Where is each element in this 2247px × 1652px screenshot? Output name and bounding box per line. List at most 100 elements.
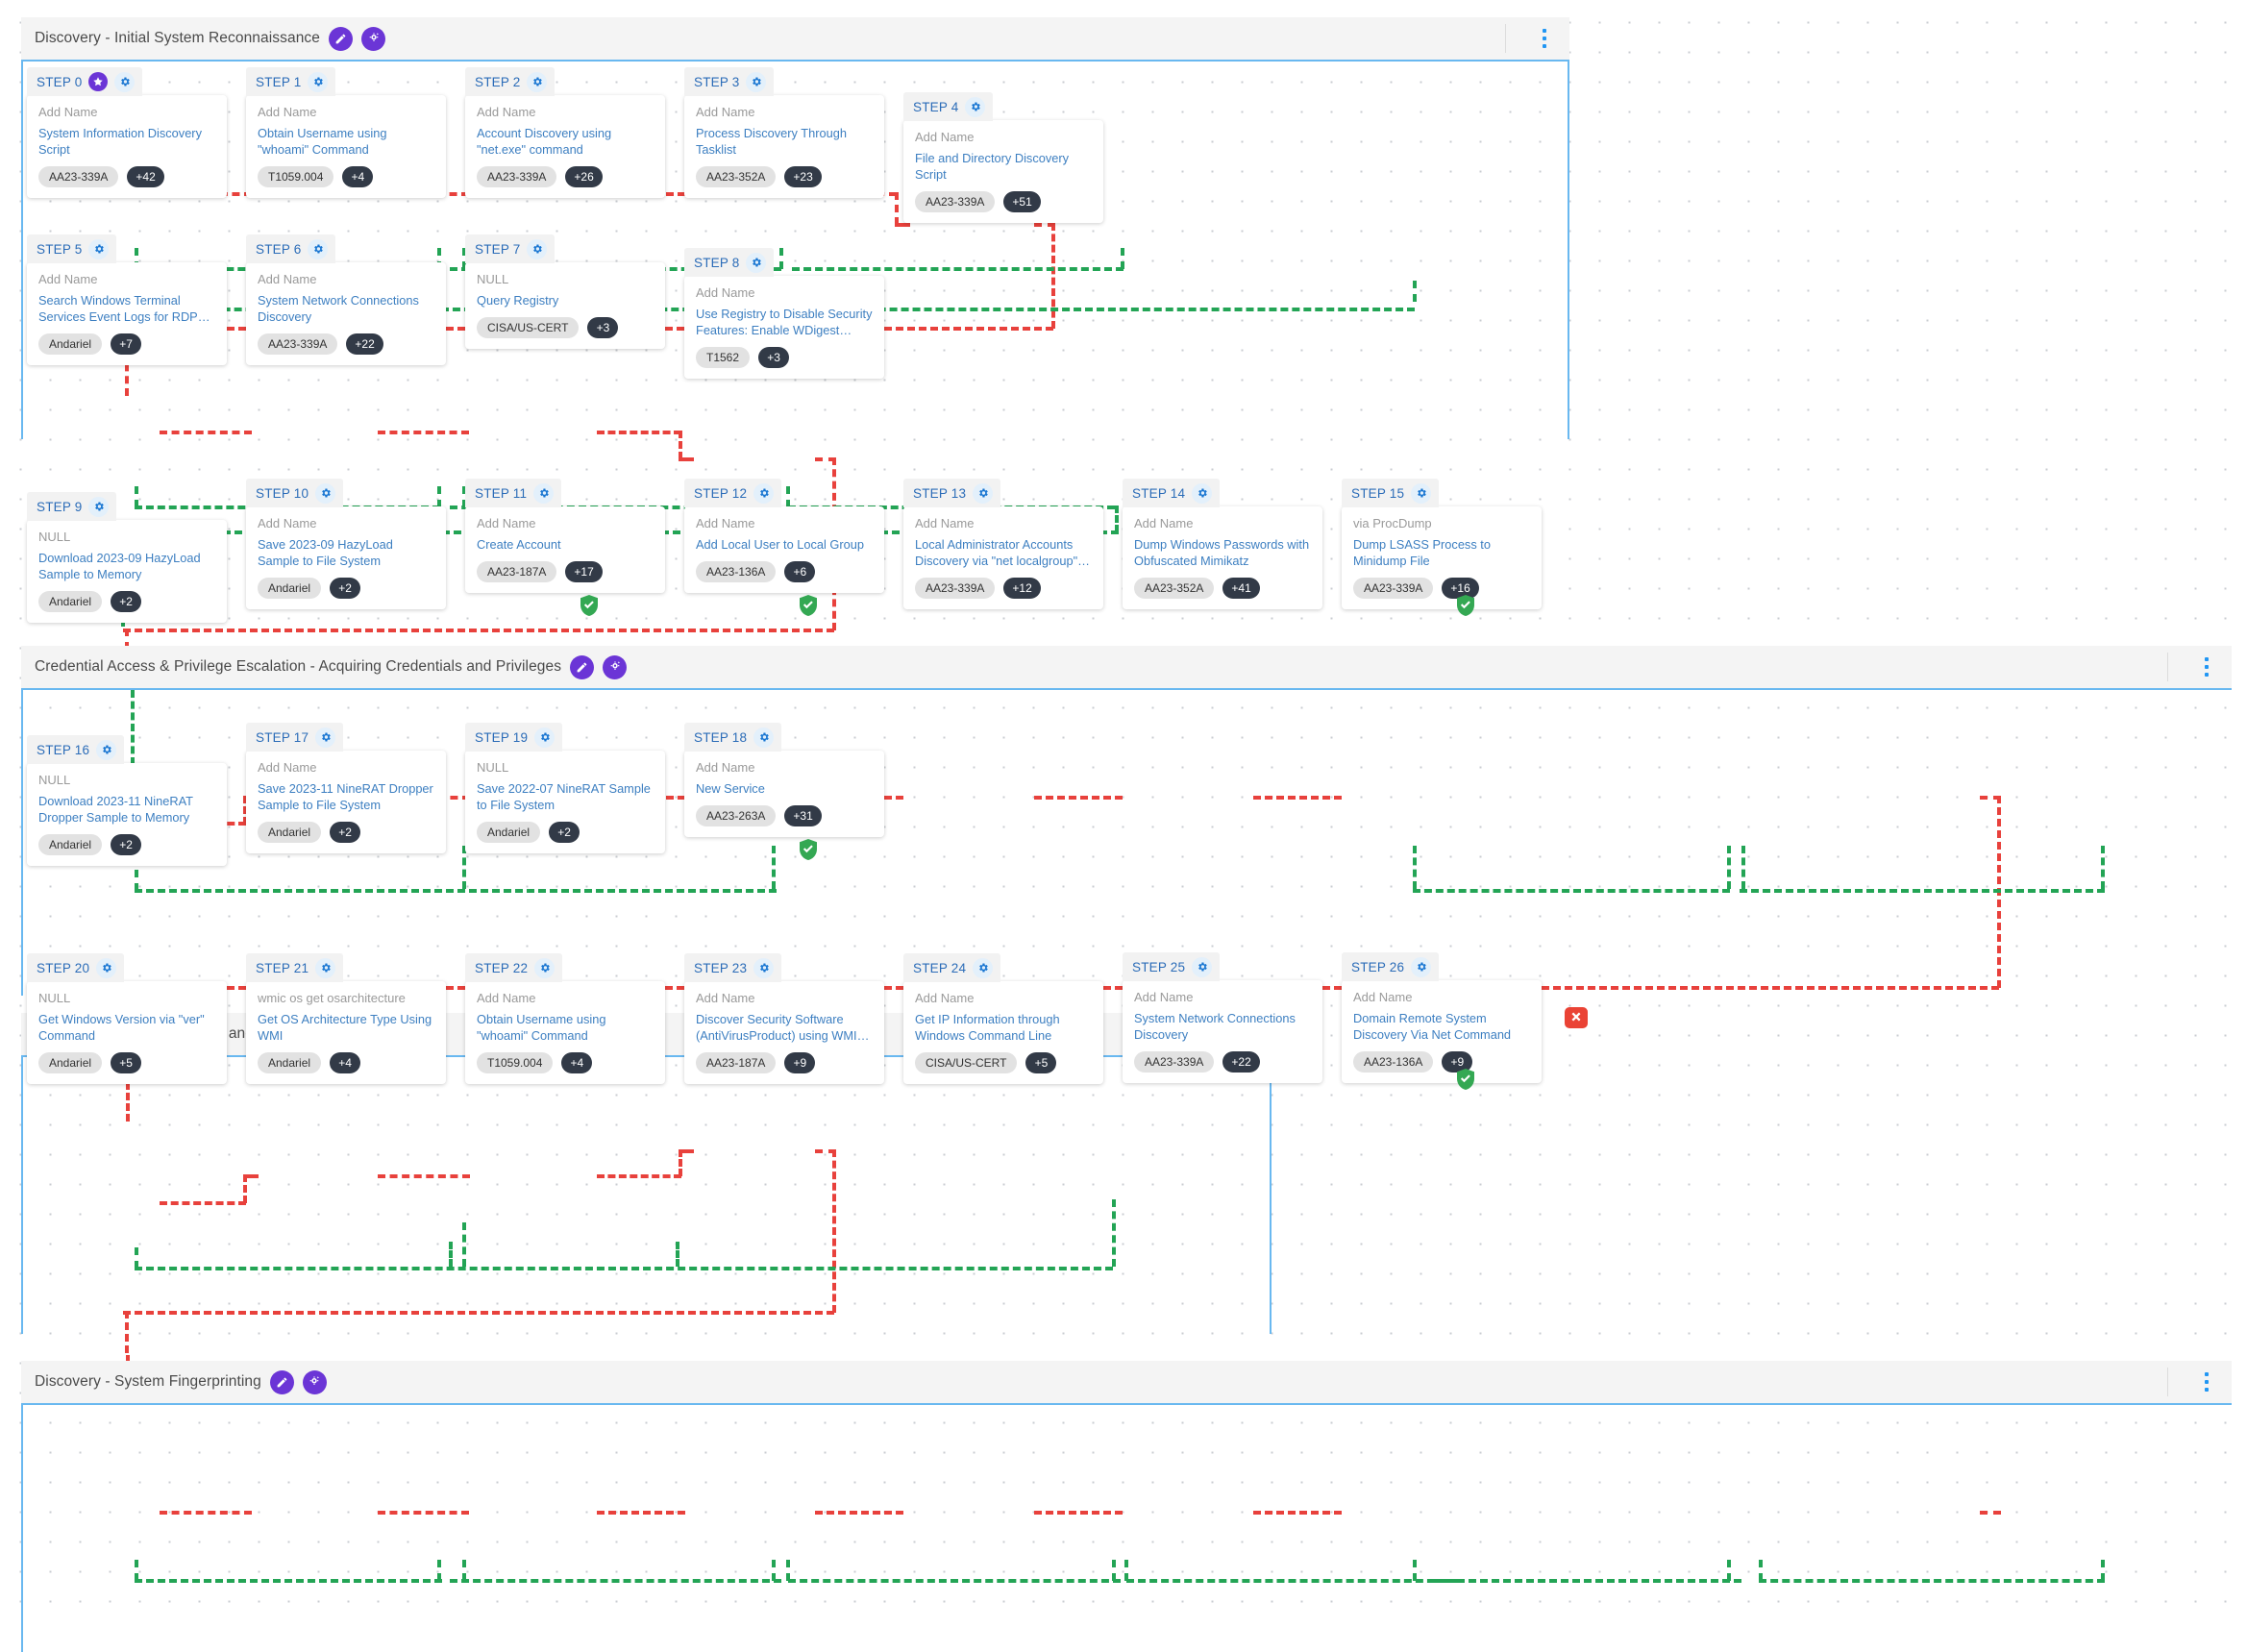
source-pill[interactable]: AA23-339A [915,578,996,599]
source-pill[interactable]: AA23-339A [477,166,557,187]
source-pill[interactable]: Andariel [258,578,322,599]
source-pill[interactable]: AA23-352A [1134,578,1215,599]
count-badge[interactable]: +9 [784,1052,816,1073]
count-badge[interactable]: +7 [111,333,142,355]
count-badge[interactable]: +4 [330,1052,361,1073]
count-badge[interactable]: +41 [1222,578,1260,599]
gear-icon[interactable] [746,71,767,92]
step-tab[interactable]: STEP 5 [27,234,117,263]
count-badge[interactable]: +9 [1442,1051,1473,1073]
gear-icon[interactable] [746,252,767,273]
count-badge[interactable]: +16 [1442,578,1479,599]
magic-wand-icon[interactable] [302,1369,327,1394]
gear-icon[interactable] [1411,956,1432,977]
magic-wand-icon[interactable] [603,654,628,679]
gear-icon[interactable] [1192,482,1213,504]
count-badge[interactable]: +23 [784,166,822,187]
kebab-menu-icon[interactable] [2197,1372,2216,1392]
gear-icon[interactable] [753,482,775,504]
count-badge[interactable]: +26 [565,166,603,187]
count-badge[interactable]: +2 [111,834,142,855]
count-badge[interactable]: +42 [127,166,164,187]
gear-icon[interactable] [315,957,336,978]
step-tab[interactable]: STEP 19 [465,723,563,752]
gear-icon[interactable] [96,957,117,978]
count-badge[interactable]: +17 [565,561,603,582]
source-pill[interactable]: Andariel [38,591,103,612]
count-badge[interactable]: +3 [587,317,619,338]
source-pill[interactable]: AA23-339A [1353,578,1434,599]
magic-wand-icon[interactable] [361,26,385,51]
source-pill[interactable]: Andariel [258,822,322,843]
step-tab[interactable]: STEP 24 [903,953,1001,982]
pencil-icon[interactable] [269,1369,294,1394]
gear-icon[interactable] [753,957,775,978]
gear-icon[interactable] [965,96,986,117]
count-badge[interactable]: +22 [1222,1051,1260,1073]
gear-icon[interactable] [1411,482,1432,504]
source-pill[interactable]: Andariel [38,333,103,355]
step-tab[interactable]: STEP 26 [1342,952,1440,981]
gear-icon[interactable] [315,482,336,504]
source-pill[interactable]: Andariel [258,1052,322,1073]
kebab-menu-icon[interactable] [2197,657,2216,677]
count-badge[interactable]: +2 [549,822,580,843]
gear-icon[interactable] [534,957,556,978]
count-badge[interactable]: +22 [346,333,383,355]
source-pill[interactable]: AA23-136A [1353,1051,1434,1073]
step-tab[interactable]: STEP 16 [27,735,125,764]
count-badge[interactable]: +4 [342,166,374,187]
step-tab[interactable]: STEP 18 [684,723,782,752]
step-tab[interactable]: STEP 10 [246,479,344,507]
step-tab[interactable]: STEP 17 [246,723,344,752]
step-tab[interactable]: STEP 3 [684,67,775,96]
gear-icon[interactable] [527,238,548,259]
source-pill[interactable]: Andariel [477,822,541,843]
gear-icon[interactable] [527,71,548,92]
source-pill[interactable]: AA23-339A [38,166,119,187]
step-tab[interactable]: STEP 15 [1342,479,1440,507]
step-tab[interactable]: STEP 21 [246,953,344,982]
gear-icon[interactable] [88,496,110,517]
gear-icon[interactable] [96,739,117,760]
step-tab[interactable]: STEP 23 [684,953,782,982]
